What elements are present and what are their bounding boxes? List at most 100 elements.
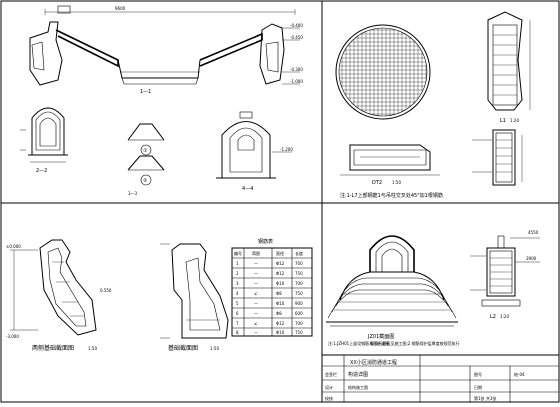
svg-text:750: 750 [295, 271, 303, 276]
svg-text:Φ10: Φ10 [276, 301, 285, 306]
svg-text:—: — [254, 330, 258, 335]
svg-text:Φ10: Φ10 [276, 281, 285, 286]
table-row: 6 — Φ8 600 [236, 311, 303, 316]
svg-text:4: 4 [236, 291, 239, 296]
svg-text:750: 750 [295, 291, 303, 296]
q2-column-lower [472, 129, 523, 186]
svg-text:—: — [254, 281, 258, 286]
l2-scale: 1:20 [500, 314, 509, 319]
dim-q3a: ±0.000 [6, 244, 21, 249]
svg-text:8: 8 [236, 330, 239, 335]
circle-1: ① [143, 148, 148, 154]
q2-circular-grid [335, 24, 431, 120]
tb-left-2: 校核 [325, 395, 333, 401]
table-row: 2 — Φ12 750 [236, 271, 303, 276]
dim-r3: -0.300 [290, 67, 303, 72]
table-row: 7 ∠ Φ12 700 [236, 321, 303, 326]
q4-arch-profile: JZ01截面图 截面示意图 [326, 235, 458, 346]
l2-label: L2 [490, 314, 496, 320]
tb-left-1: 设计 [325, 384, 333, 390]
th-0: 编号 [234, 250, 242, 256]
svg-text:900: 900 [295, 301, 303, 306]
l2-dim-top: 4550 [528, 230, 539, 235]
svg-text:—: — [254, 311, 258, 316]
th-3: 长度 [295, 250, 303, 256]
label-2-2: 2—2 [36, 168, 47, 174]
q3-side-foundation: ±0.000 -3.000 0.550 两侧基础截面图 1:50 [6, 239, 112, 352]
q1-section-4-4: -1.200 4—4 [216, 111, 293, 192]
q3-left-title: 两侧基础截面图 [32, 344, 74, 352]
svg-text:700: 700 [295, 261, 303, 266]
dim-4-4: -1.200 [280, 147, 293, 152]
svg-text:Φ10: Φ10 [276, 330, 285, 335]
svg-text:Φ8: Φ8 [276, 311, 282, 316]
tb-sub: 结构施工图 [348, 384, 368, 390]
dim-r4: -1.000 [290, 79, 303, 84]
q3-rebar-table: 钢筋表 编号 简图 直径 长度 1 — Φ12 700 2 — Φ12 750 … [231, 238, 313, 337]
table-row: 8 — Φ10 750 [236, 330, 303, 335]
tb-left-0: 会签栏 [325, 371, 337, 377]
dim-r1: -0.400 [290, 23, 303, 28]
tb-footer: 第1张 共3张 [474, 395, 496, 401]
q2-detail-dt2: DT2 1:50 [340, 144, 440, 186]
svg-text:—: — [254, 301, 258, 306]
svg-text:700: 700 [295, 281, 303, 286]
svg-text:—: — [254, 271, 258, 276]
label-1-1: 1—1 [140, 89, 151, 95]
jz01-title: JZ01截面图 [367, 333, 394, 340]
svg-text:6: 6 [236, 311, 239, 316]
th-2: 直径 [276, 250, 284, 256]
svg-text:—: — [254, 261, 258, 266]
svg-text:Φ12: Φ12 [276, 261, 285, 266]
jz01-sub: 截面示意图 [370, 340, 390, 346]
svg-text:Φ12: Φ12 [276, 321, 285, 326]
svg-text:750: 750 [295, 330, 303, 335]
svg-text:700: 700 [295, 321, 303, 326]
svg-text:∠: ∠ [254, 291, 258, 296]
q4-column-l2: 4550 3900 L2 1:20 [470, 230, 540, 320]
tb-drawing-name: 构造详图 [348, 371, 368, 378]
tb-right-0: 图号 [474, 371, 482, 377]
table-row: 3 — Φ10 700 [236, 281, 303, 286]
table-row: 4 ∠ Φ8 750 [236, 291, 303, 296]
svg-text:2: 2 [236, 271, 239, 276]
dim-top: 9600 [115, 6, 126, 11]
q2-note: 注:1-L7上部钢筋1与吊柱交叉处45°加1根钢筋 [340, 192, 443, 199]
q4-note: 注:1.JZH01上部设钢筋与吊柱连接,见施工图;2.钢筋保护层厚度按规范执行 [328, 340, 460, 346]
svg-text:Φ8: Φ8 [276, 291, 282, 296]
q3-mid-title: 基础截面图 [168, 344, 198, 352]
svg-text:1: 1 [236, 261, 239, 266]
th-1: 简图 [252, 250, 260, 256]
q1-main-section: 9600 -0.400 -0.450 -0.300 -1.000 1—1 [29, 5, 303, 95]
tb-right-1: 结-04 [514, 371, 525, 377]
q3-mid-scale: 1:50 [210, 346, 219, 351]
tb-project: XX小区消防通道工程 [350, 359, 397, 366]
svg-text:∠: ∠ [254, 321, 258, 326]
dt2-scale: 1:50 [392, 180, 401, 185]
label-3-3: 3—3 [128, 191, 138, 196]
q1-section-3-3: ① ② 3—3 [127, 123, 165, 196]
l1-label: L1 [500, 118, 506, 124]
tb-right-2: 日期 [474, 384, 482, 390]
q3-left-scale: 1:50 [88, 346, 97, 351]
dim-r2: -0.450 [290, 35, 303, 40]
dim-q3b: -3.000 [6, 334, 19, 339]
q3-base-foundation: 基础截面图 1:50 [160, 243, 229, 352]
title-block: XX小区消防通道工程 构造详图 结构施工图 会签栏 设计 校核 图号 结-04 … [321, 354, 560, 403]
circle-2: ② [143, 178, 148, 184]
svg-text:5: 5 [236, 301, 239, 306]
label-4-4: 4—4 [242, 186, 253, 192]
svg-text:3: 3 [236, 281, 239, 286]
svg-text:Φ12: Φ12 [276, 271, 285, 276]
table-row: 1 — Φ12 700 [236, 261, 303, 266]
dim-q3c: 0.550 [100, 288, 112, 293]
dt2-label: DT2 [372, 180, 382, 186]
q2-column-l1: L1 1:20 [487, 11, 531, 124]
l1-scale: 1:20 [510, 118, 519, 123]
q1-section-2-2: 2—2 [20, 107, 68, 174]
svg-text:600: 600 [295, 311, 303, 316]
svg-text:7: 7 [236, 321, 239, 326]
table-row: 5 — Φ10 900 [236, 301, 303, 306]
